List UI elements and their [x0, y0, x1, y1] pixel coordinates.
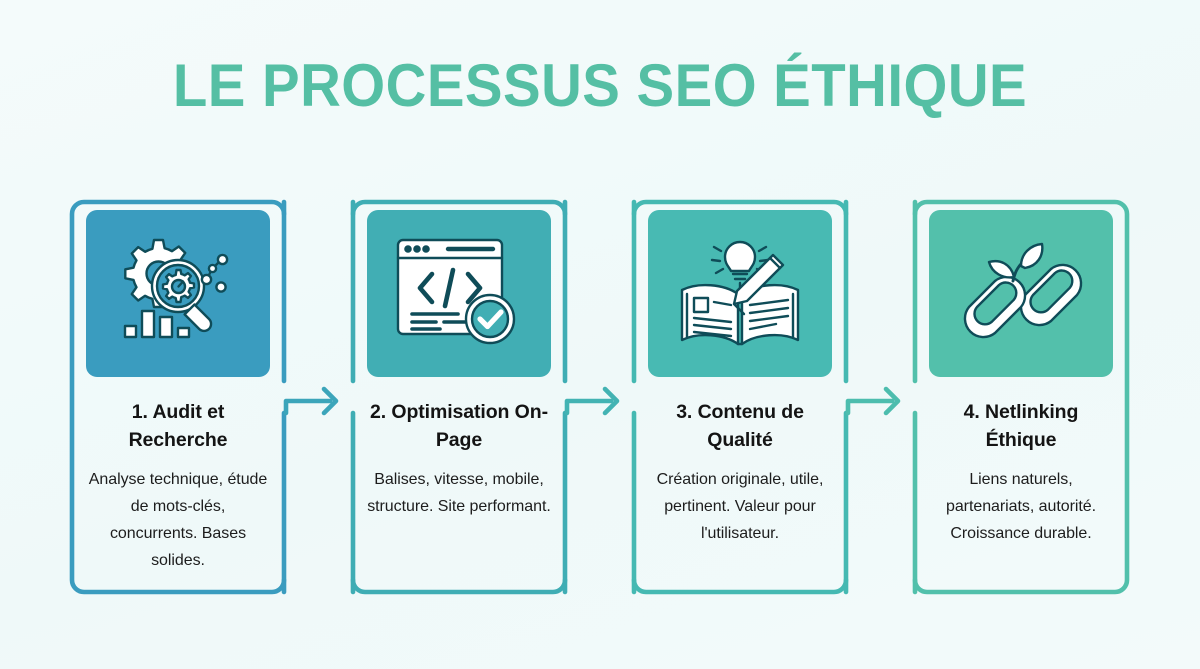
step-card-netlinking-ethique[interactable]: 4. Netlinking Éthique Liens naturels, pa… [911, 198, 1131, 596]
step-card-audit-recherche[interactable]: 1. Audit et Recherche Analyse technique,… [68, 198, 288, 596]
card-content: 3. Contenu de Qualité Création originale… [630, 198, 850, 596]
page-title: LE PROCESSUS SEO ÉTHIQUE [172, 52, 1028, 119]
card-content: 2. Optimisation On-Page Balises, vitesse… [349, 198, 569, 596]
step-title: 4. Netlinking Éthique [963, 401, 1079, 451]
browser-code-check-icon [396, 238, 516, 344]
step-icon-tile [929, 210, 1113, 377]
step-description: Liens naturels, partenariats, autorité. … [945, 471, 1097, 543]
open-book-lightbulb-pencil-icon [680, 240, 800, 345]
step-title: 2. Optimisation On-Page [370, 401, 548, 451]
step-card-contenu-qualite[interactable]: 3. Contenu de Qualité Création originale… [630, 198, 850, 596]
step-card-optimisation-on-page[interactable]: 2. Optimisation On-Page Balises, vitesse… [349, 198, 569, 596]
step-description: Création originale, utile, pertinent. Va… [656, 471, 824, 543]
steps-row: 1. Audit et Recherche Analyse technique,… [0, 198, 1200, 598]
gear-magnifier-chart-icon [123, 238, 229, 338]
step-description: Analyse technique, étude de mots-clés, c… [88, 471, 268, 569]
step-title: 3. Contenu de Qualité [676, 401, 804, 451]
step-icon-tile [86, 210, 270, 377]
card-content: 1. Audit et Recherche Analyse technique,… [68, 198, 288, 596]
step-title: 1. Audit et Recherche [128, 401, 228, 451]
step-icon-tile [367, 210, 551, 377]
card-content: 4. Netlinking Éthique Liens naturels, pa… [911, 198, 1131, 596]
step-icon-tile [648, 210, 832, 377]
chain-link-leaf-icon [963, 242, 1083, 338]
step-description: Balises, vitesse, mobile, structure. Sit… [367, 471, 551, 516]
